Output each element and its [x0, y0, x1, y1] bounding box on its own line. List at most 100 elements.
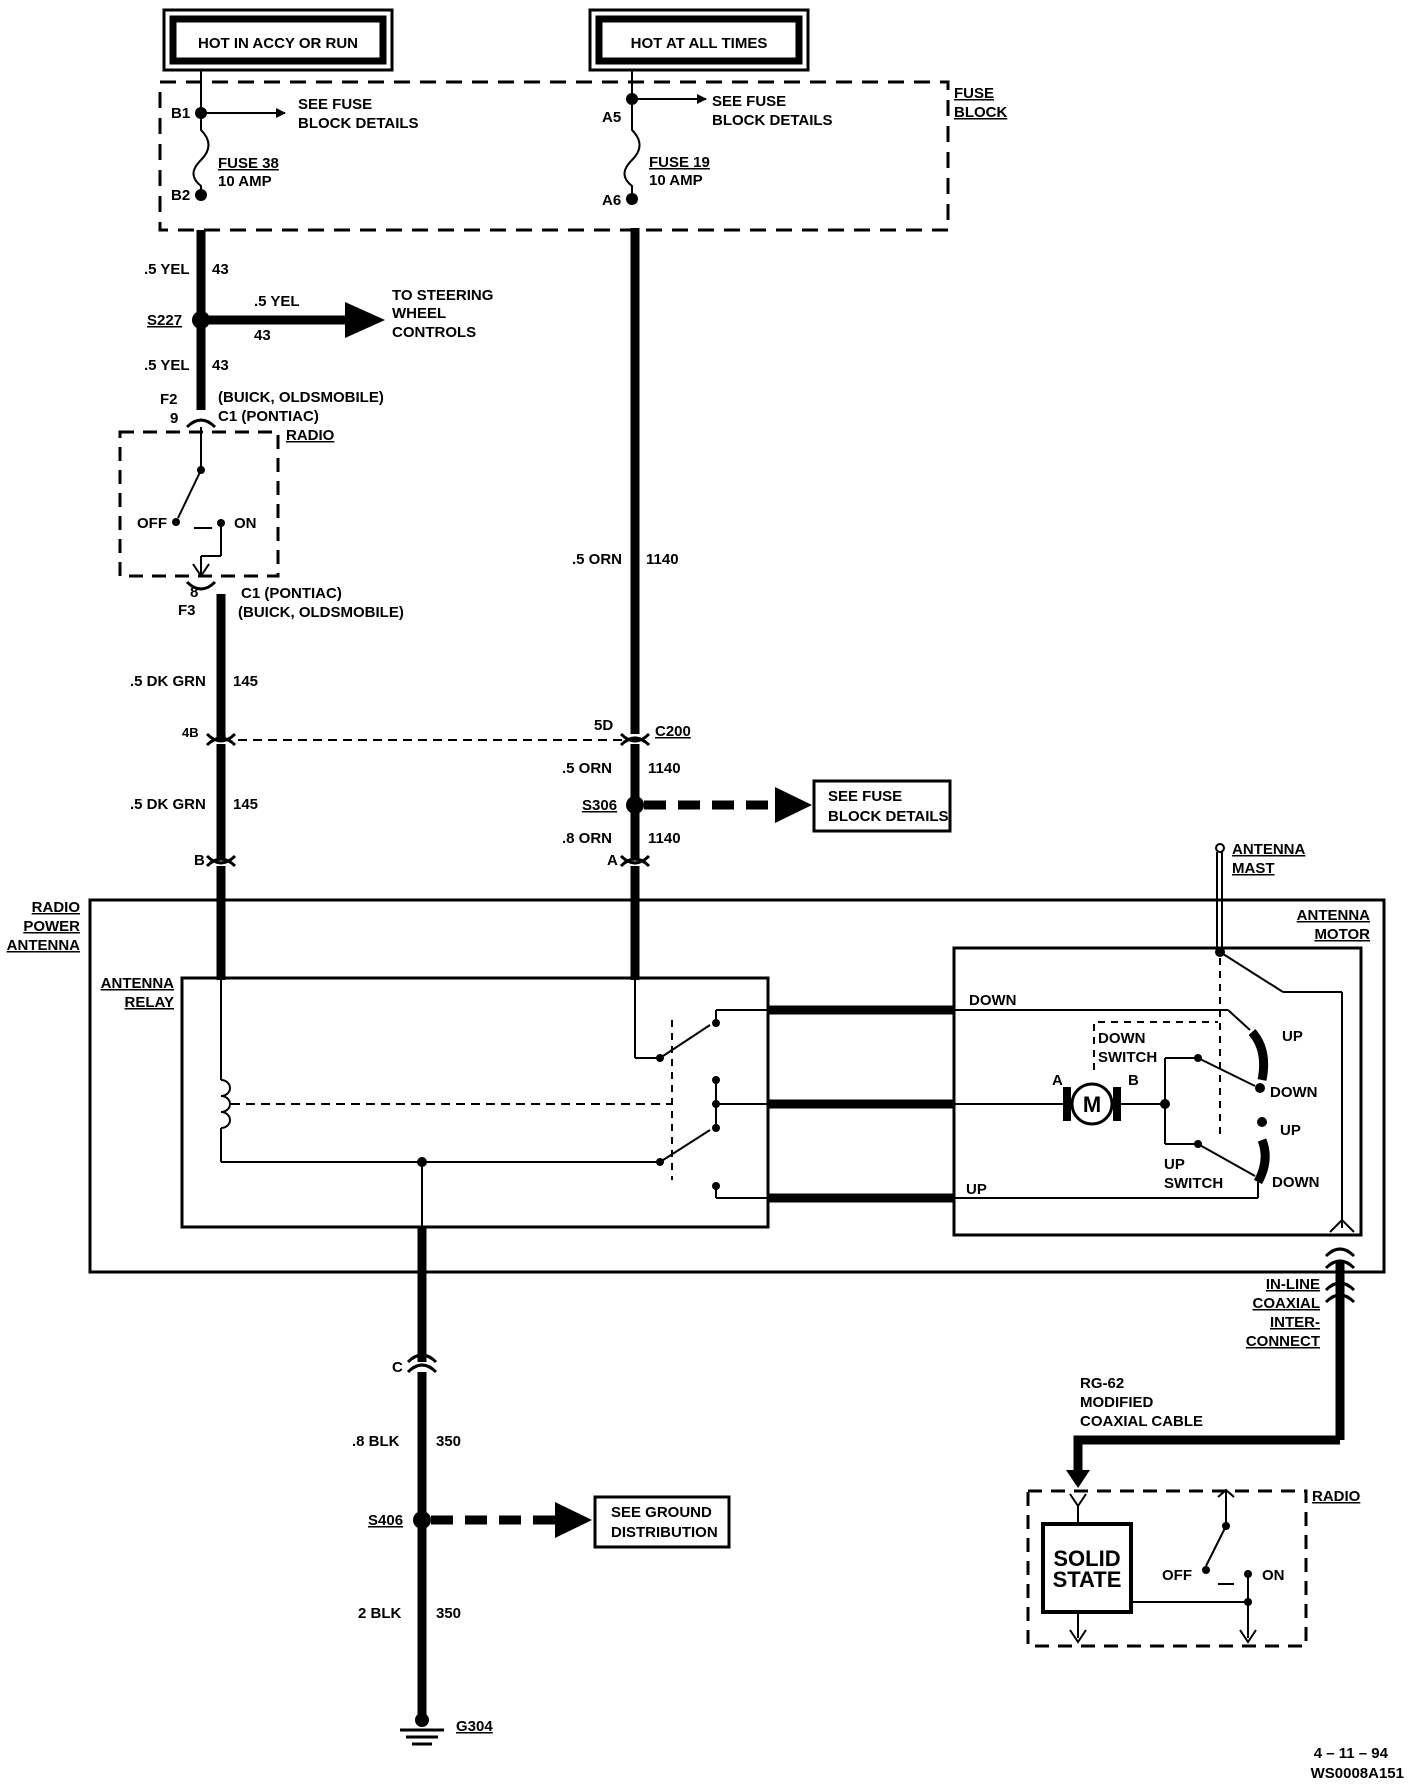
fuse-38-rating: 10 AMP — [218, 173, 272, 190]
splice-s406-label: S406 — [368, 1512, 403, 1529]
radio-power-antenna: RADIO POWER ANTENNA ANTENNA RELAY — [7, 841, 1386, 1274]
wire-1140-num-a: 1140 — [646, 551, 679, 568]
relay-coil — [220, 1079, 231, 1129]
sw1-down-label: DOWN — [1270, 1084, 1318, 1101]
solid-state-box — [1041, 1522, 1133, 1614]
branch-num: 43 — [254, 327, 271, 344]
wire-43-num-b: 43 — [212, 357, 229, 374]
down-switch-2: SWITCH — [1098, 1049, 1157, 1066]
s306-see-1: SEE FUSE — [828, 788, 902, 805]
sw1-up-label: UP — [1282, 1028, 1303, 1045]
wire-145-num-b: 145 — [233, 796, 258, 813]
antenna-label-1: RADIO — [32, 899, 81, 916]
left-circuit: .5 YEL 43 S227 .5 YEL 43 TO STEERING WHE… — [118, 230, 493, 980]
conn-f2-label: F2 — [160, 391, 178, 408]
up-switch-2: SWITCH — [1164, 1175, 1223, 1192]
wire-145-size-a: .5 DK GRN — [130, 673, 206, 690]
steering-arrow — [345, 302, 385, 338]
fuse-block-label-1: FUSE — [954, 85, 994, 102]
motor-m-label: M — [1083, 1092, 1101, 1117]
antenna-outer-box — [88, 898, 1386, 1274]
radio-coax-box — [1026, 1489, 1308, 1648]
wire-1140-size-c: .8 ORN — [562, 830, 612, 847]
c200-label: C200 — [655, 723, 691, 740]
fuse-19-rating: 10 AMP — [649, 172, 703, 189]
see-ground-box — [593, 1495, 731, 1549]
power-source-accy-run: HOT IN ACCY OR RUN — [162, 8, 394, 72]
motor-b-label: B — [1128, 1072, 1139, 1089]
antenna-relay-box — [180, 976, 770, 1229]
right-see-fuse-2: BLOCK DETAILS — [712, 112, 833, 129]
up-label: UP — [966, 1181, 987, 1198]
up-limit-contact — [1253, 1138, 1270, 1185]
mast-label-2: MAST — [1232, 860, 1275, 877]
pin-b1-label: B1 — [171, 105, 190, 122]
inline-coax-1: IN-LINE — [1266, 1276, 1320, 1293]
coax-switch-off: OFF — [1162, 1567, 1192, 1584]
solid-state-1: SOLID — [1053, 1546, 1120, 1571]
wire-43-size-b: .5 YEL — [144, 357, 190, 374]
wire-1140-num-b: 1140 — [648, 760, 681, 777]
cable-label-1: RG-62 — [1080, 1375, 1124, 1392]
pin-b2-label: B2 — [171, 187, 190, 204]
down-switch-1: DOWN — [1098, 1030, 1146, 1047]
relay-label-1: ANTENNA — [101, 975, 174, 992]
wire-145-size-b: .5 DK GRN — [130, 796, 206, 813]
c200-pin-4b: 4B — [182, 725, 199, 740]
switch-off-label: OFF — [137, 515, 167, 532]
conn-top-note-1: (BUICK, OLDSMOBILE) — [218, 389, 384, 406]
coaxial-circuit: IN-LINE COAXIAL INTER- CONNECT RG-62 MOD… — [1026, 1247, 1361, 1648]
right-circuit: .5 ORN 1140 5D C200 .5 ORN 1140 S306 SEE… — [562, 228, 952, 980]
motor-label-2: MOTOR — [1314, 926, 1370, 943]
coax-switch-on: ON — [1262, 1567, 1285, 1584]
right-see-fuse-1: SEE FUSE — [712, 93, 786, 110]
coax-arrow — [1066, 1470, 1090, 1488]
fuse-block-label-2: BLOCK — [954, 104, 1007, 121]
wire-350-num-b: 350 — [436, 1605, 461, 1622]
radio-switch-box — [118, 430, 280, 578]
pin-a6-label: A6 — [602, 192, 621, 209]
splice-s227-label: S227 — [147, 312, 182, 329]
up-switch-1: UP — [1164, 1156, 1185, 1173]
connector-f2 — [185, 418, 217, 429]
antenna-label-2: POWER — [23, 918, 80, 935]
down-label: DOWN — [969, 992, 1017, 1009]
steering-dest-1: TO STEERING — [392, 287, 493, 304]
branch-size: .5 YEL — [254, 293, 300, 310]
relay-label-2: RELAY — [125, 994, 174, 1011]
fuse-19-symbol — [623, 105, 641, 194]
cable-label-2: MODIFIED — [1080, 1394, 1153, 1411]
c200-pin-5d: 5D — [594, 717, 613, 734]
antenna-pin-b: B — [194, 852, 205, 869]
down-limit-contact — [1248, 1029, 1269, 1081]
motor-symbol — [1070, 1082, 1114, 1126]
pin-b2 — [195, 189, 207, 201]
wire-1140-size-a: .5 ORN — [572, 551, 622, 568]
s406-arrow — [555, 1502, 592, 1538]
pin-a6 — [626, 193, 638, 205]
inline-coax-2: COAXIAL — [1253, 1295, 1321, 1312]
wire-145-num-a: 145 — [233, 673, 258, 690]
conn-pin-9: 9 — [170, 410, 178, 427]
fuse-38-name: FUSE 38 — [218, 155, 279, 172]
radio-switch-blade — [177, 469, 202, 519]
conn-top-note-2: C1 (PONTIAC) — [218, 408, 319, 425]
antenna-motor-box — [952, 946, 1363, 1237]
conn-pin-8: 8 — [190, 584, 198, 601]
splice-s406 — [413, 1511, 431, 1529]
conn-bot-note-1: C1 (PONTIAC) — [241, 585, 342, 602]
wire-350-num-a: 350 — [436, 1433, 461, 1450]
see-ground-2: DISTRIBUTION — [611, 1524, 718, 1541]
splice-s306-label: S306 — [582, 797, 617, 814]
see-ground-1: SEE GROUND — [611, 1504, 712, 1521]
sw2-up-label: UP — [1280, 1122, 1301, 1139]
mast-tip — [1215, 843, 1225, 853]
s306-see-2: BLOCK DETAILS — [828, 808, 949, 825]
cable-label-3: COAXIAL CABLE — [1080, 1413, 1203, 1430]
all-times-label: HOT AT ALL TIMES — [631, 35, 768, 52]
pin-a5-label: A5 — [602, 109, 621, 126]
conn-bot-note-2: (BUICK, OLDSMOBILE) — [238, 604, 404, 621]
wire-350-size-b: 2 BLK — [358, 1605, 402, 1622]
mast-label-1: ANTENNA — [1232, 841, 1305, 858]
